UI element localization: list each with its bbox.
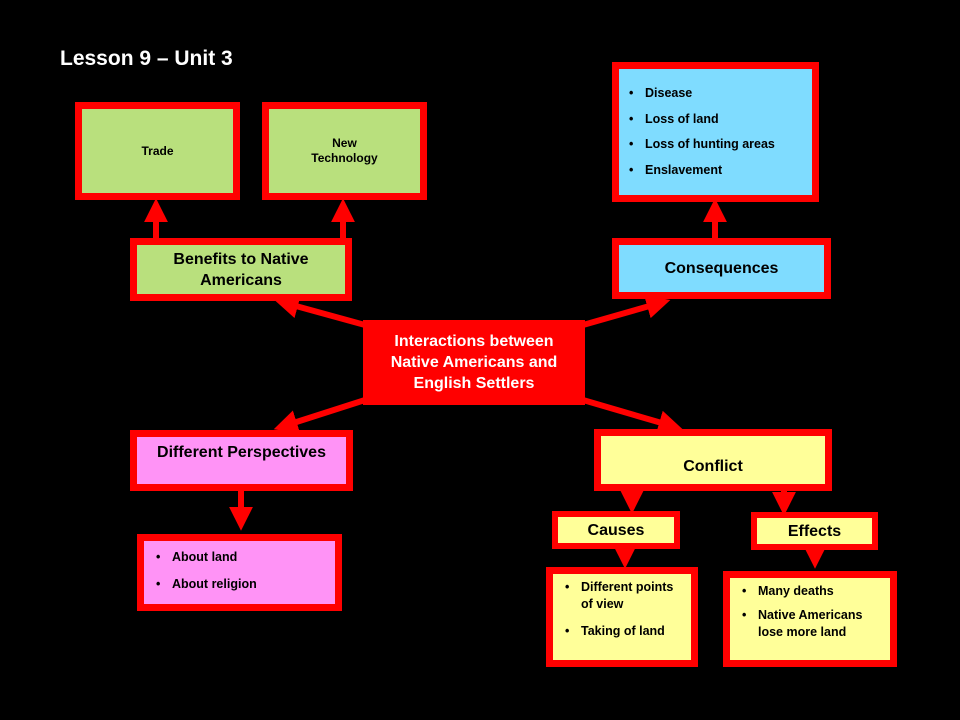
arrow-to-perspectives [273,397,366,434]
effect-item: Native Americans lose more land [742,607,886,641]
lesson-title: Lesson 9 – Unit 3 [60,47,233,70]
consequence-item: Loss of land [629,107,775,133]
arrow-to-benefits [274,294,366,328]
center-topic-label: Interactions between Native Americans an… [390,333,558,392]
technology-label: New Technology [311,136,378,165]
trade-box: Trade [75,102,240,200]
technology-box: New Technology [262,102,427,200]
consequence-list-box: Disease Loss of land Loss of hunting are… [612,62,819,202]
consequence-item: Loss of hunting areas [629,132,775,158]
benefits-label: Benefits to Native Americans [173,250,309,289]
consequences-label: Consequences [664,260,779,277]
effects-label: Effects [787,522,842,540]
causes-box: Causes [552,511,680,549]
perspective-list: About land About religion [156,544,257,598]
benefits-box: Benefits to Native Americans [130,238,352,301]
consequence-list: Disease Loss of land Loss of hunting are… [629,81,775,183]
arrow-to-consequences [582,295,671,328]
effect-item: Many deaths [742,583,886,600]
arrow-to-conflict [582,397,683,434]
perspective-item: About land [156,544,257,571]
effects-list-box: Many deaths Native Americans lose more l… [723,571,897,667]
causes-list: Different points of view Taking of land [565,579,687,640]
perspectives-label: Different Perspectives [157,444,326,461]
consequence-item: Enslavement [629,158,775,184]
consequence-item: Disease [629,81,775,107]
perspectives-box: Different Perspectives [130,430,353,491]
cause-item: Different points of view [565,579,687,613]
conflict-box: Conflict [594,429,832,491]
perspective-list-box: About land About religion [137,534,342,611]
cause-item: Taking of land [565,623,687,640]
causes-list-box: Different points of view Taking of land [546,567,698,667]
perspective-item: About religion [156,571,257,598]
center-topic: Interactions between Native Americans an… [363,320,585,405]
conflict-label: Conflict [683,458,743,475]
trade-label: Trade [141,143,174,158]
causes-label: Causes [587,521,645,539]
effects-list: Many deaths Native Americans lose more l… [742,583,886,641]
effects-box: Effects [751,512,878,550]
consequences-box: Consequences [612,238,831,299]
